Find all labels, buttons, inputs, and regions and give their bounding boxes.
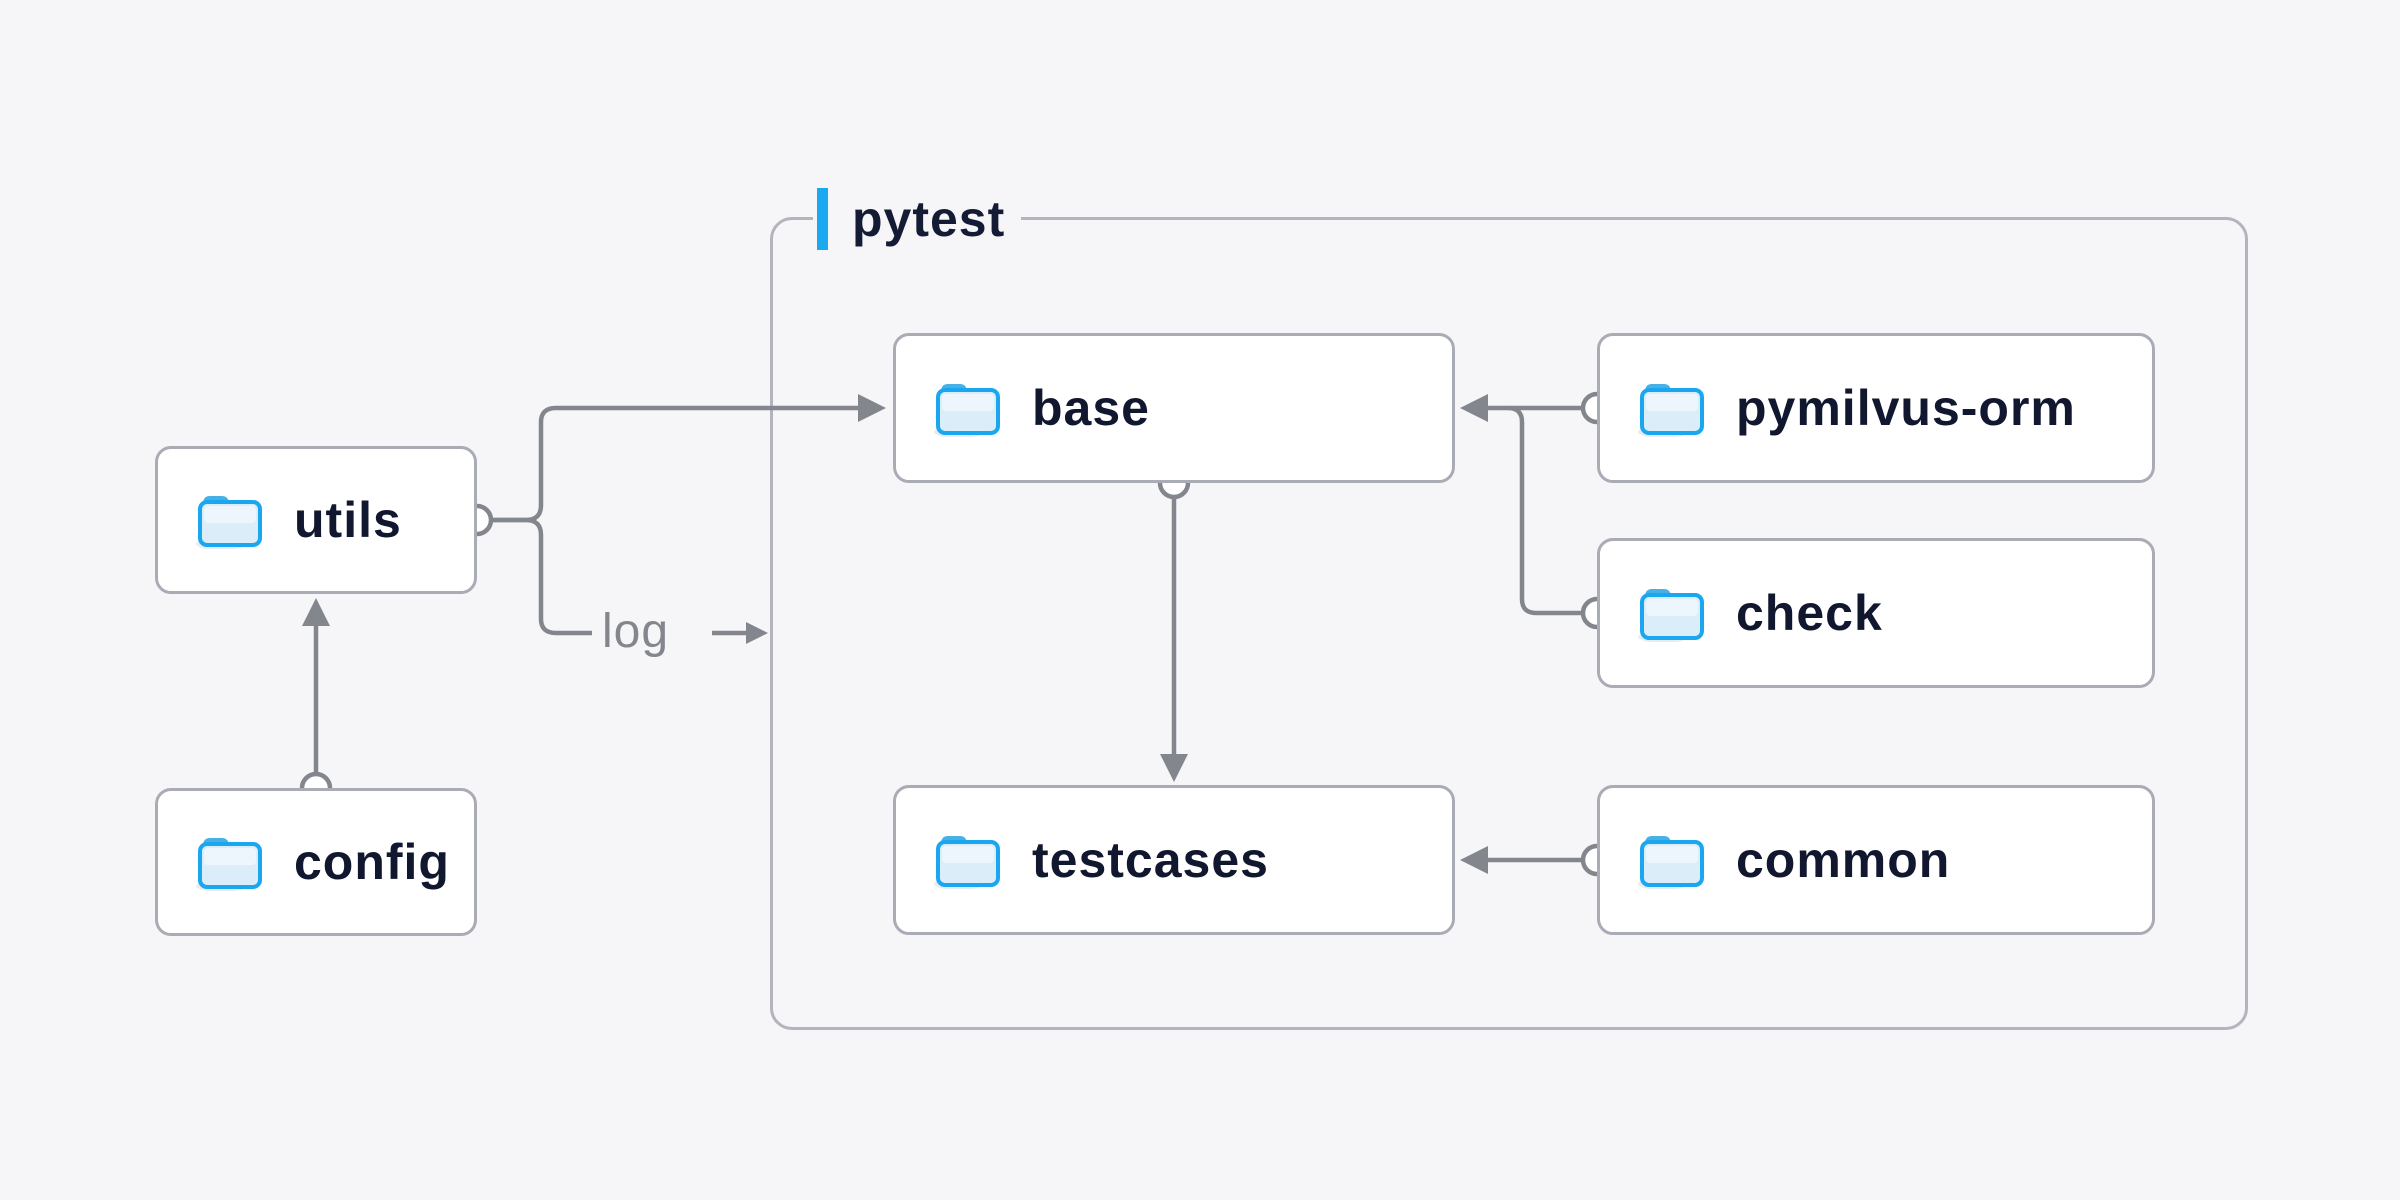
node-base: base <box>893 333 1455 483</box>
edge-utils-log <box>490 517 592 636</box>
accent-bar-icon <box>817 188 828 250</box>
node-testcases: testcases <box>893 785 1455 935</box>
node-utils: utils <box>155 446 477 594</box>
folder-icon <box>1638 589 1704 642</box>
node-utils-label: utils <box>294 492 402 548</box>
node-check-label: check <box>1736 585 1883 641</box>
node-check: check <box>1597 538 2155 688</box>
pytest-group-label: pytest <box>813 186 1022 252</box>
node-config-label: config <box>294 834 450 890</box>
node-pymilvus-orm-label: pymilvus-orm <box>1736 380 2076 436</box>
folder-icon <box>934 384 1000 437</box>
pytest-group-container: pytest <box>770 186 2248 1030</box>
node-pymilvus-orm: pymilvus-orm <box>1597 333 2155 483</box>
node-common: common <box>1597 785 2155 935</box>
log-edge-label: log <box>602 605 670 658</box>
folder-icon <box>934 836 1000 889</box>
node-testcases-label: testcases <box>1032 832 1269 888</box>
node-common-label: common <box>1736 832 1951 888</box>
arrowhead-into-utils-bottom <box>302 598 330 626</box>
arrowhead-log <box>746 622 768 644</box>
folder-icon <box>196 496 262 549</box>
node-base-label: base <box>1032 380 1150 436</box>
folder-icon <box>1638 836 1704 889</box>
node-config: config <box>155 788 477 936</box>
folder-icon <box>1638 384 1704 437</box>
pytest-group-title: pytest <box>852 191 1006 247</box>
folder-icon <box>196 838 262 891</box>
